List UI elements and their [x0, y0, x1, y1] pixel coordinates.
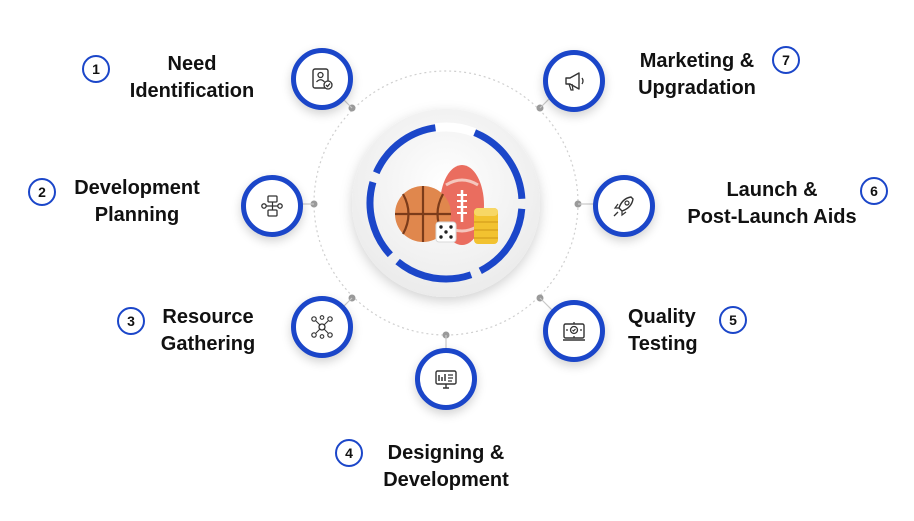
step-5-label-line1: Quality	[628, 306, 696, 328]
step-1-node	[291, 48, 353, 110]
step-1-number: 1	[82, 55, 110, 83]
step-6-label-line1: Launch &	[726, 179, 818, 201]
monitor-design-icon	[435, 370, 457, 389]
resource-network-icon	[311, 315, 333, 339]
step-2-node	[241, 175, 303, 237]
step-7-node	[543, 50, 605, 112]
step-7-number: 7	[772, 46, 800, 74]
step-6-node	[593, 175, 655, 237]
step-2-label-line2: Planning	[94, 204, 180, 226]
step-4-label-line2: Development	[383, 469, 509, 491]
step-4-label-line1: Designing &	[387, 442, 505, 464]
step-3-label: Resource Gathering	[146, 304, 270, 358]
step-5-label-line2: Testing	[628, 333, 698, 355]
step-7-label-line1: Marketing &	[639, 50, 755, 72]
step-5-node	[543, 300, 605, 362]
step-7-label: Marketing & Upgradation	[622, 48, 772, 102]
step-4-label: Designing & Development	[364, 440, 528, 494]
step-7-label-line2: Upgradation	[638, 77, 756, 99]
step-3-label-line1: Resource	[162, 306, 254, 328]
step-6-number: 6	[860, 177, 888, 205]
step-1-label: Need Identification	[112, 51, 272, 105]
step-4-number: 4	[335, 439, 363, 467]
megaphone-icon	[565, 72, 584, 91]
step-5-label: Quality Testing	[628, 304, 718, 358]
step-3-label-line2: Gathering	[160, 333, 256, 355]
step-2-number: 2	[28, 178, 56, 206]
step-2-label-line1: Development	[74, 177, 200, 199]
center-ring-segments	[366, 123, 526, 283]
step-5-number: 5	[719, 306, 747, 334]
step-6-label: Launch & Post-Launch Aids	[674, 177, 870, 231]
step-3-number: 3	[117, 307, 145, 335]
step-3-node	[291, 296, 353, 358]
step-6-label-line2: Post-Launch Aids	[687, 206, 857, 228]
rocket-icon	[613, 196, 634, 217]
step-2-label: Development Planning	[56, 175, 218, 229]
step-1-label-line2: Identification	[129, 80, 255, 102]
quality-testing-icon	[563, 322, 585, 341]
planning-flowchart-icon	[261, 195, 283, 217]
step-1-label-line1: Need	[167, 53, 217, 75]
step-4-node	[415, 348, 477, 410]
identification-icon	[312, 68, 333, 90]
sports-balls-icon	[395, 165, 498, 245]
